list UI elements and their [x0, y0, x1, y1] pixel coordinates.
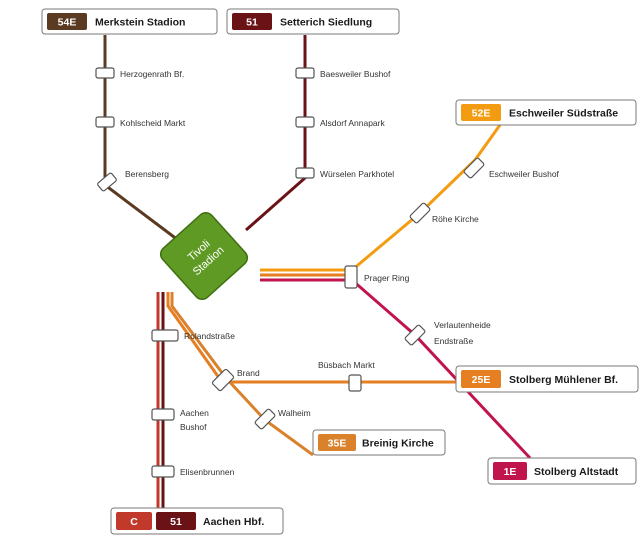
stop-label-elisenbrunnen: Elisenbrunnen: [180, 467, 235, 477]
badge-25E: 25E: [472, 374, 491, 386]
route-line-52E: [260, 124, 502, 272]
terminal-name-stolberg-muehlener: Stolberg Mühlener Bf.: [509, 374, 618, 386]
stop-markers: [95, 67, 485, 478]
stop-label-roehe: Röhe Kirche: [432, 214, 479, 224]
terminal-aachen-hbf[interactable]: C 51 Aachen Hbf.: [110, 507, 284, 535]
badge-1E: 1E: [504, 466, 517, 478]
stop-label-rolandstrasse: Rolandstraße: [184, 331, 235, 341]
terminal-setterich-siedlung[interactable]: 51 Setterich Siedlung: [226, 8, 400, 35]
stop-label-kohlscheid: Kohlscheid Markt: [120, 118, 186, 128]
badge-C: C: [130, 516, 138, 528]
stop-marker-roehe[interactable]: [409, 202, 431, 224]
stop-marker-berensberg[interactable]: [97, 172, 117, 192]
route-line-54E: [103, 35, 179, 242]
stop-marker-walheim[interactable]: [254, 408, 276, 430]
stop-label-eschweiler-bushof: Eschweiler Bushof: [489, 169, 560, 179]
badge-51-north: 51: [246, 17, 258, 29]
stop-label-baesweiler: Baesweiler Bushof: [320, 69, 391, 79]
stop-marker-brand[interactable]: [211, 368, 235, 392]
badge-54E: 54E: [58, 17, 77, 29]
terminal-merkstein-stadion[interactable]: 54E Merkstein Stadion: [41, 8, 218, 35]
stop-marker-verlautenheide[interactable]: [404, 324, 426, 346]
stop-marker-alsdorf[interactable]: [295, 116, 315, 128]
stop-labels: Herzogenrath Bf. Kohlscheid Markt Berens…: [120, 69, 560, 477]
stop-label-walheim: Walheim: [278, 408, 311, 418]
stop-label-buesbach: Büsbach Markt: [318, 360, 375, 370]
stop-marker-prager-ring[interactable]: [344, 265, 358, 289]
stop-label-alsdorf: Alsdorf Annapark: [320, 118, 385, 128]
stop-marker-aachen-bushof[interactable]: [151, 408, 175, 421]
stop-marker-herzogenrath[interactable]: [95, 67, 115, 79]
stop-label-aachen-bushof-1: Aachen: [180, 408, 209, 418]
stop-marker-baesweiler[interactable]: [295, 67, 315, 79]
stop-label-verlautenheide-2: Endstraße: [434, 336, 473, 346]
terminal-eschweiler-suedstrasse[interactable]: 52E Eschweiler Südstraße: [455, 99, 637, 126]
stop-marker-buesbach[interactable]: [348, 374, 362, 392]
stop-marker-eschweiler-bushof[interactable]: [463, 157, 485, 179]
stop-label-prager-ring: Prager Ring: [364, 273, 410, 283]
stop-label-herzogenrath: Herzogenrath Bf.: [120, 69, 184, 79]
terminal-name-setterich: Setterich Siedlung: [280, 17, 372, 29]
stop-marker-kohlscheid[interactable]: [95, 116, 115, 128]
terminal-name-eschweiler: Eschweiler Südstraße: [509, 108, 618, 120]
stop-label-aachen-bushof-2: Bushof: [180, 422, 207, 432]
terminal-name-breinig: Breinig Kirche: [362, 438, 434, 450]
terminal-name-stolberg-altstadt: Stolberg Altstadt: [534, 466, 619, 478]
stop-marker-elisenbrunnen[interactable]: [151, 465, 175, 478]
stop-label-brand: Brand: [237, 368, 260, 378]
badge-52E: 52E: [472, 108, 491, 120]
terminal-name-aachen: Aachen Hbf.: [203, 516, 264, 528]
badge-35E: 35E: [328, 438, 347, 450]
stop-marker-rolandstrasse[interactable]: [151, 329, 179, 342]
stop-label-wuerselen: Würselen Parkhotel: [320, 169, 394, 179]
stop-label-berensberg: Berensberg: [125, 169, 169, 179]
stop-marker-wuerselen[interactable]: [295, 167, 315, 179]
route-line-1E: [260, 278, 532, 460]
terminal-stolberg-muehlener-bf[interactable]: 25E Stolberg Mühlener Bf.: [455, 365, 639, 393]
terminal-stolberg-altstadt[interactable]: 1E Stolberg Altstadt: [487, 457, 637, 485]
hub-tivoli-stadion[interactable]: Tivoli Stadion: [157, 209, 250, 302]
route-line-51-north: [245, 35, 307, 232]
badge-51-south: 51: [170, 516, 182, 528]
terminal-breinig-kirche[interactable]: 35E Breinig Kirche: [312, 429, 446, 456]
terminal-name-merkstein: Merkstein Stadion: [95, 17, 185, 29]
stop-label-verlautenheide-1: Verlautenheide: [434, 320, 491, 330]
